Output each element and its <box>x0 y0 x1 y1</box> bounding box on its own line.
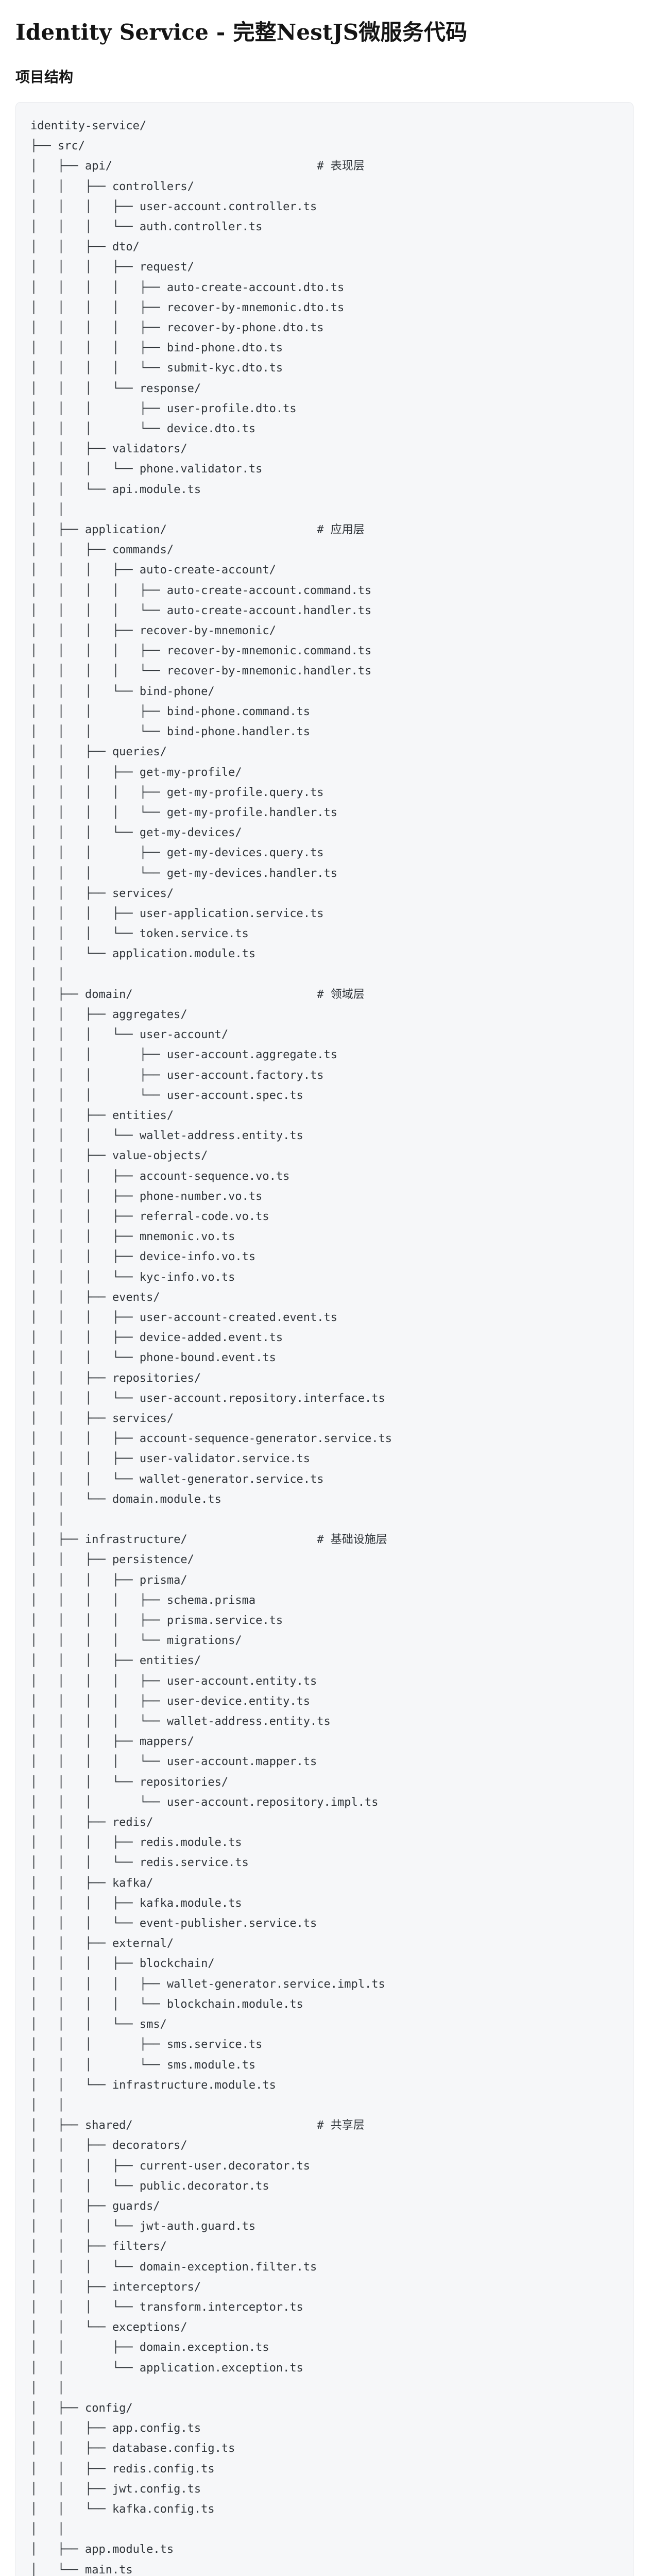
code-block: identity-service/ ├── src/ │ ├── api/ # … <box>15 102 634 2576</box>
section-heading-project-structure: 项目结构 <box>15 69 74 86</box>
page-title: Identity Service - 完整NestJS微服务代码 <box>15 20 468 45</box>
file-tree: identity-service/ ├── src/ │ ├── api/ # … <box>30 116 619 2576</box>
file-tree-code: identity-service/ ├── src/ │ ├── api/ # … <box>30 120 392 2576</box>
